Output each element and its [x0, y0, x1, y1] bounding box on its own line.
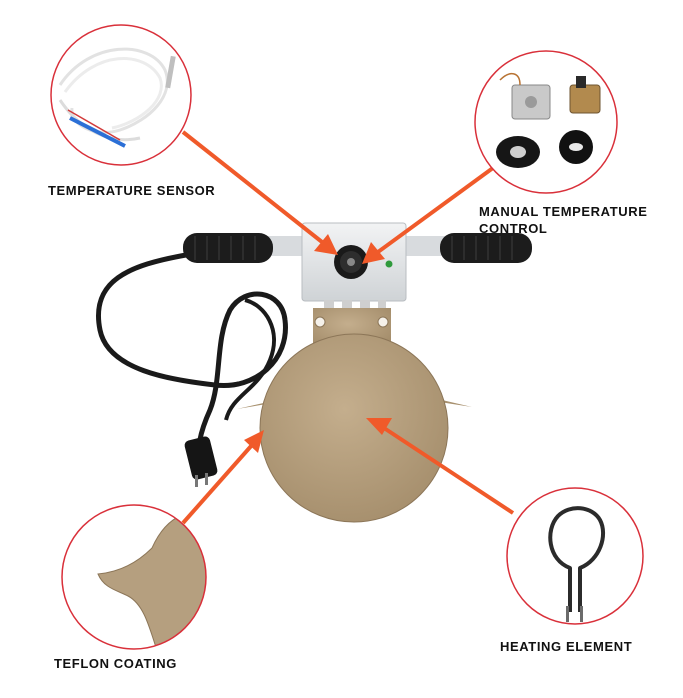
heating-plate [237, 308, 472, 523]
label-manual-temperature-control: MANUAL TEMPERATURE CONTROL [479, 203, 647, 237]
heating-coil [548, 506, 606, 612]
label-teflon-coating: TEFLON COATING [54, 656, 177, 671]
detail-circle-teflon-coating [61, 504, 207, 650]
label-temperature-sensor: TEMPERATURE SENSOR [48, 183, 216, 198]
detail-circle-manual-temperature-control [474, 50, 618, 194]
detail-circle-temperature-sensor [50, 24, 192, 166]
thermostat-unit-small [569, 76, 601, 114]
label-line-1: MANUAL TEMPERATURE [479, 204, 648, 219]
label-line-2: CONTROL [479, 221, 548, 236]
arrow-teflon-coating [181, 430, 264, 525]
left-handle [183, 233, 307, 263]
arrow-temperature-sensor [181, 130, 338, 255]
arrow-heating-element [366, 418, 515, 515]
butt-fusion-heater [96, 222, 532, 523]
dial-plate [496, 136, 540, 168]
arrow-manual-temperature-control [362, 163, 499, 264]
thermostat-unit [499, 73, 551, 120]
power-plug [184, 436, 218, 487]
power-cord [96, 252, 288, 473]
dial-knob [559, 130, 593, 164]
detail-circle-heating-element [506, 487, 644, 625]
indicator-light [385, 260, 393, 268]
label-heating-element: HEATING ELEMENT [500, 639, 633, 654]
right-handle [404, 233, 532, 263]
callout-arrows [181, 130, 515, 525]
